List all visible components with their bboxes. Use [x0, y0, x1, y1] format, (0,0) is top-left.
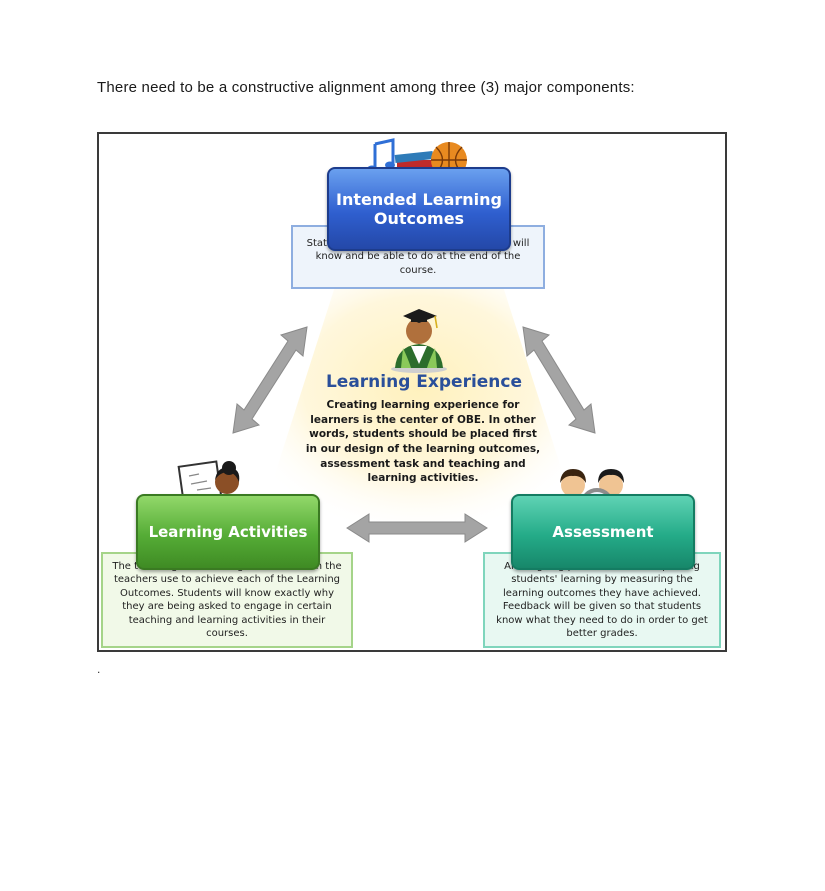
arrow-outcomes-assessment [522, 326, 596, 434]
arrow-activities-assessment [346, 513, 488, 543]
trailing-mark: . [97, 662, 101, 676]
graduate-student-icon [391, 309, 447, 373]
alignment-diagram: Statements specifying what the learners … [97, 132, 727, 652]
learning-experience-description: Creating learning experience for learner… [305, 399, 541, 485]
learning-activities-title: Learning Activities [136, 494, 320, 570]
arrow-outcomes-activities [232, 326, 308, 434]
intended-outcomes-title: Intended Learning Outcomes [327, 167, 511, 251]
learning-experience-title: Learning Experience [325, 372, 523, 392]
intro-text: There need to be a constructive alignmen… [97, 79, 635, 96]
learning-experience-glow [259, 274, 579, 524]
assessment-title: Assessment [511, 494, 695, 570]
